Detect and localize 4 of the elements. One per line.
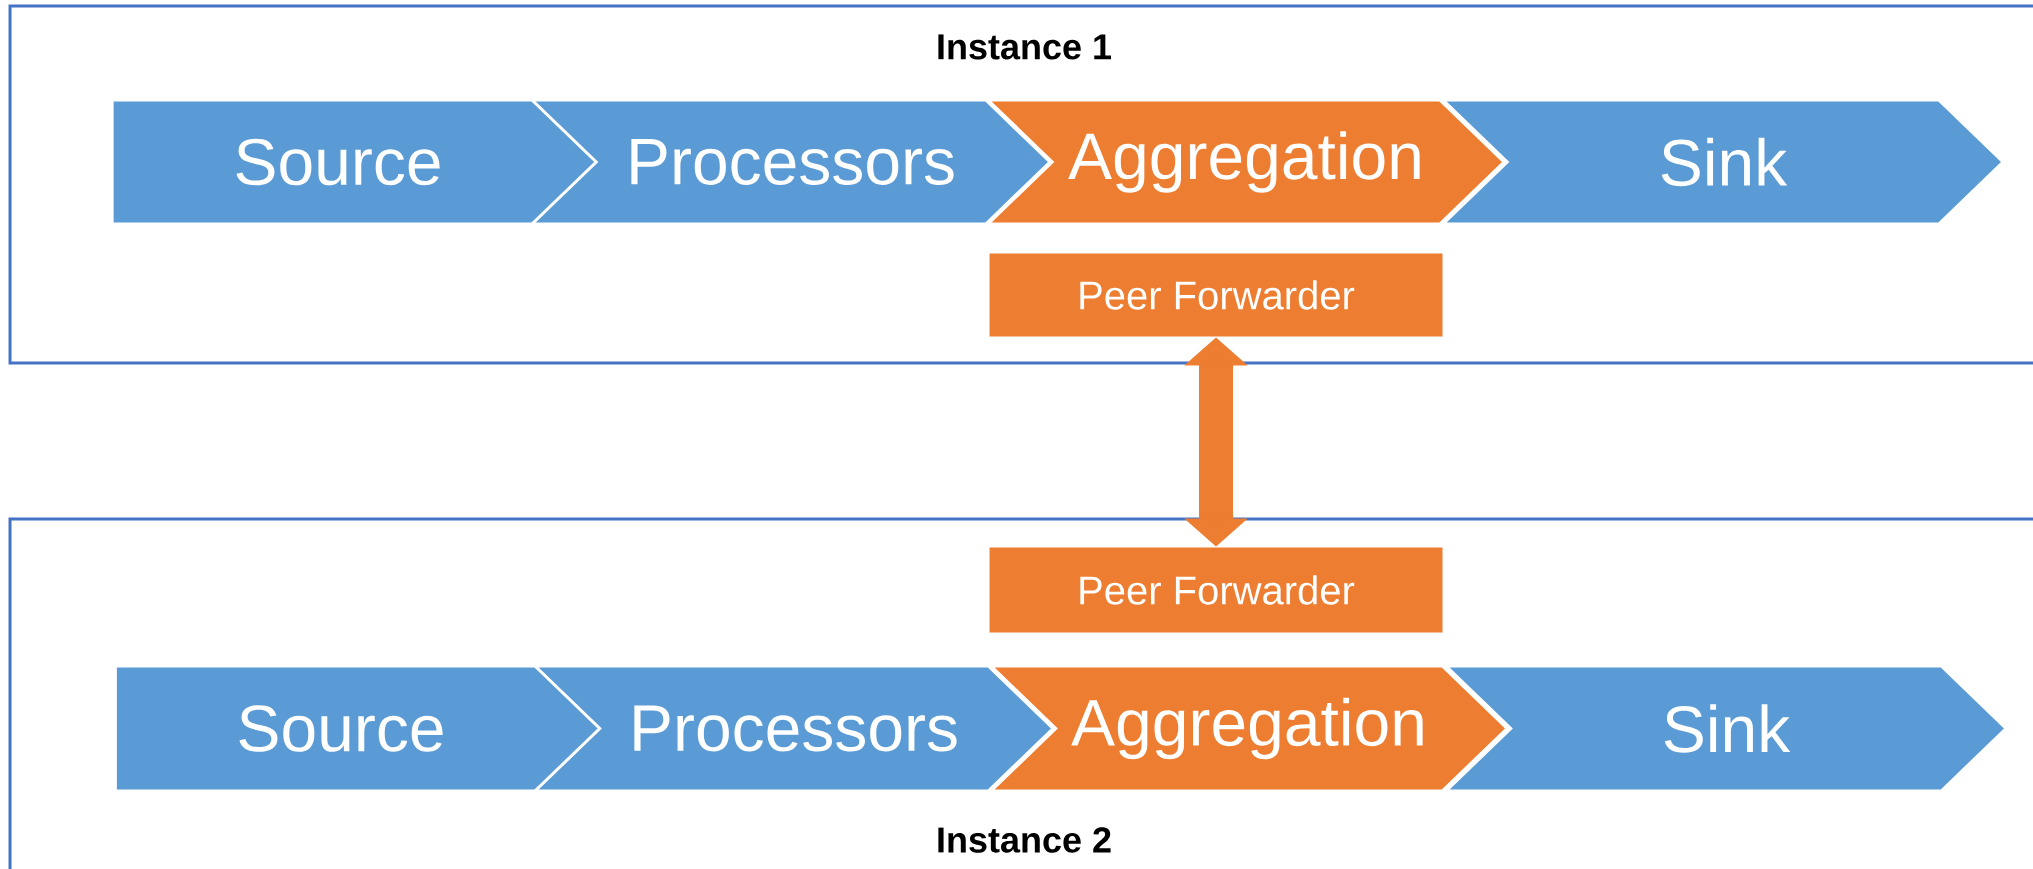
frame-heading: Instance 1 (938, 34, 1111, 60)
frame-heading: Instance 2 (938, 827, 1111, 853)
chevron-step: Sink (1439, 98, 2006, 226)
chevron-step: Sink (1442, 664, 2009, 793)
